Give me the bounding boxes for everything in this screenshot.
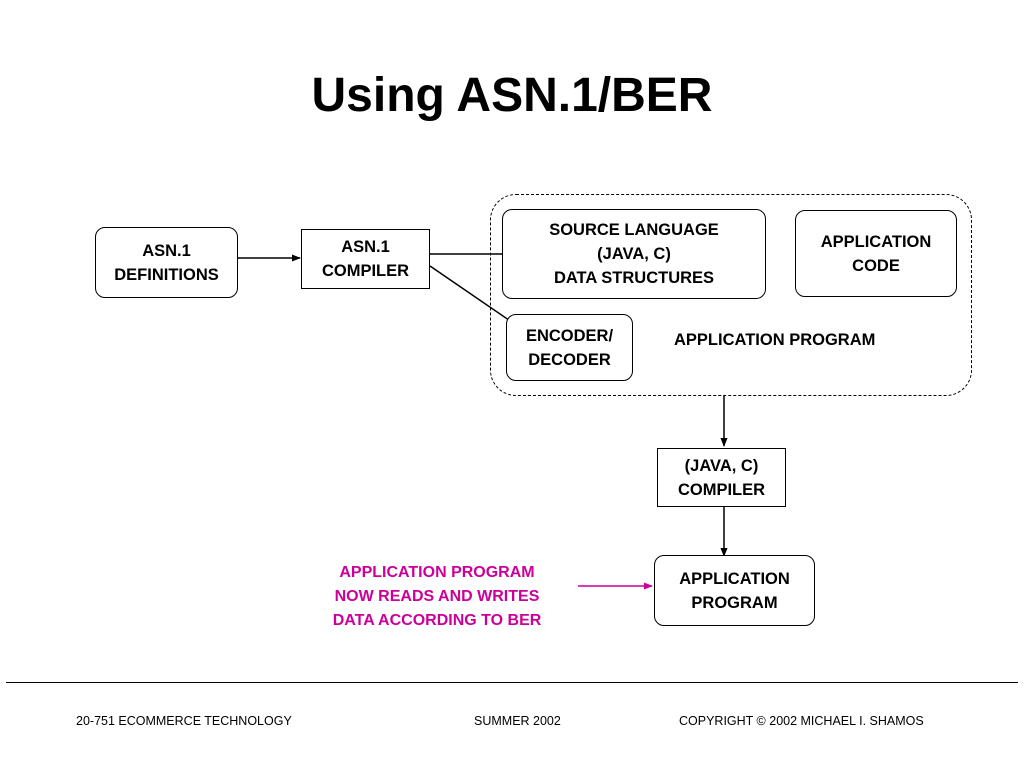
asn1-definitions-label: ASN.1 DEFINITIONS <box>114 241 219 284</box>
asn1-compiler-box: ASN.1 COMPILER <box>301 229 430 289</box>
source-language-label: SOURCE LANGUAGE (JAVA, C) DATA STRUCTURE… <box>549 221 719 287</box>
application-program-group <box>490 194 972 396</box>
footer-term: SUMMER 2002 <box>474 714 561 728</box>
encoder-decoder-box: ENCODER/ DECODER <box>506 314 633 381</box>
application-program-group-label: APPLICATION PROGRAM <box>674 331 876 349</box>
source-language-box: SOURCE LANGUAGE (JAVA, C) DATA STRUCTURE… <box>502 209 766 299</box>
application-code-label: APPLICATION CODE <box>820 232 932 275</box>
application-program-box: APPLICATION PROGRAM <box>654 555 815 626</box>
footer-divider <box>6 682 1018 683</box>
application-code-box: APPLICATION CODE <box>795 210 957 297</box>
slide-title: Using ASN.1/BER <box>311 69 713 122</box>
asn1-definitions-box: ASN.1 DEFINITIONS <box>95 227 238 298</box>
java-c-compiler-box: (JAVA, C) COMPILER <box>657 448 786 507</box>
arrow-compiler-to-encoder <box>429 265 520 328</box>
encoder-decoder-label: ENCODER/ DECODER <box>525 326 614 369</box>
asn1-compiler-label: ASN.1 COMPILER <box>321 238 410 280</box>
application-program-label: APPLICATION PROGRAM <box>679 569 790 612</box>
java-c-compiler-label: (JAVA, C) COMPILER <box>677 456 766 499</box>
ber-note: APPLICATION PROGRAM NOW READS AND WRITES… <box>332 564 542 629</box>
footer-course: 20-751 ECOMMERCE TECHNOLOGY <box>76 714 292 728</box>
footer-copyright: COPYRIGHT © 2002 MICHAEL I. SHAMOS <box>679 714 924 728</box>
